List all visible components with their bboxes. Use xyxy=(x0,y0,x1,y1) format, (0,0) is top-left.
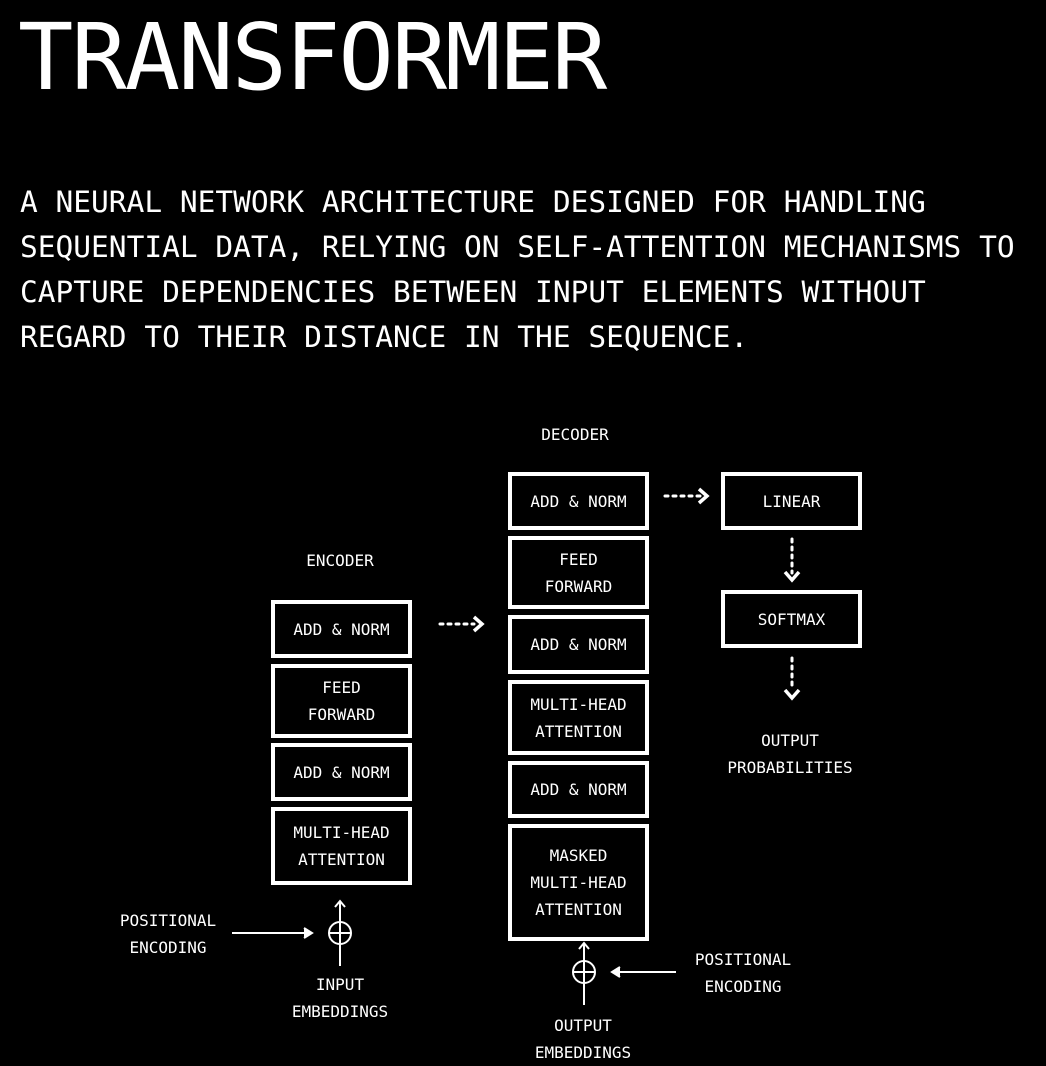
output-probabilities-label: OUTPUT PROBABILITIES xyxy=(727,731,853,777)
description: A NEURAL NETWORK ARCHITECTURE DESIGNED F… xyxy=(20,180,1046,360)
encoder-add-circle-symbol xyxy=(328,899,352,966)
decoder-positional-encoding-label: POSITIONAL ENCODING xyxy=(694,950,792,996)
decoder-add-norm-bottom: ADD & NORM xyxy=(508,761,649,818)
softmax-block: SOFTMAX xyxy=(721,590,862,648)
encoder-add-norm-top: ADD & NORM xyxy=(271,600,412,658)
softmax-to-output-arrow xyxy=(783,656,801,701)
decoder-label: DECODER xyxy=(541,425,609,444)
encoder-label: ENCODER xyxy=(306,551,374,570)
description-line: SEQUENTIAL DATA, RELYING ON SELF-ATTENTI… xyxy=(20,230,1015,264)
description-line: CAPTURE DEPENDENCIES BETWEEN INPUT ELEME… xyxy=(20,275,926,309)
decoder-positional-arrow xyxy=(610,966,676,978)
decoder-add-norm-middle: ADD & NORM xyxy=(508,615,649,674)
encoder-to-decoder-arrow xyxy=(438,615,485,633)
linear-block: LINEAR xyxy=(721,472,862,530)
input-embeddings-label: INPUT EMBEDDINGS xyxy=(291,975,389,1021)
decoder-feed-forward: FEED FORWARD xyxy=(508,536,649,609)
encoder-add-norm-bottom: ADD & NORM xyxy=(271,743,412,801)
decoder-masked-multi-head-attention: MASKED MULTI-HEAD ATTENTION xyxy=(508,824,649,941)
encoder-multi-head-attention: MULTI-HEAD ATTENTION xyxy=(271,807,412,885)
output-embeddings-label: OUTPUT EMBEDDINGS xyxy=(534,1016,632,1062)
decoder-to-linear-arrow xyxy=(663,487,710,505)
description-line: A NEURAL NETWORK ARCHITECTURE DESIGNED F… xyxy=(20,185,926,219)
page-title: TRANSFORMER xyxy=(18,4,607,111)
encoder-positional-encoding-label: POSITIONAL ENCODING xyxy=(119,911,217,957)
encoder-feed-forward: FEED FORWARD xyxy=(271,664,412,738)
decoder-multi-head-attention: MULTI-HEAD ATTENTION xyxy=(508,680,649,755)
description-line: REGARD TO THEIR DISTANCE IN THE SEQUENCE… xyxy=(20,320,749,354)
linear-to-softmax-arrow xyxy=(783,537,801,583)
decoder-add-norm-top: ADD & NORM xyxy=(508,472,649,530)
encoder-positional-arrow xyxy=(232,927,314,939)
decoder-add-circle-symbol xyxy=(572,941,596,1005)
